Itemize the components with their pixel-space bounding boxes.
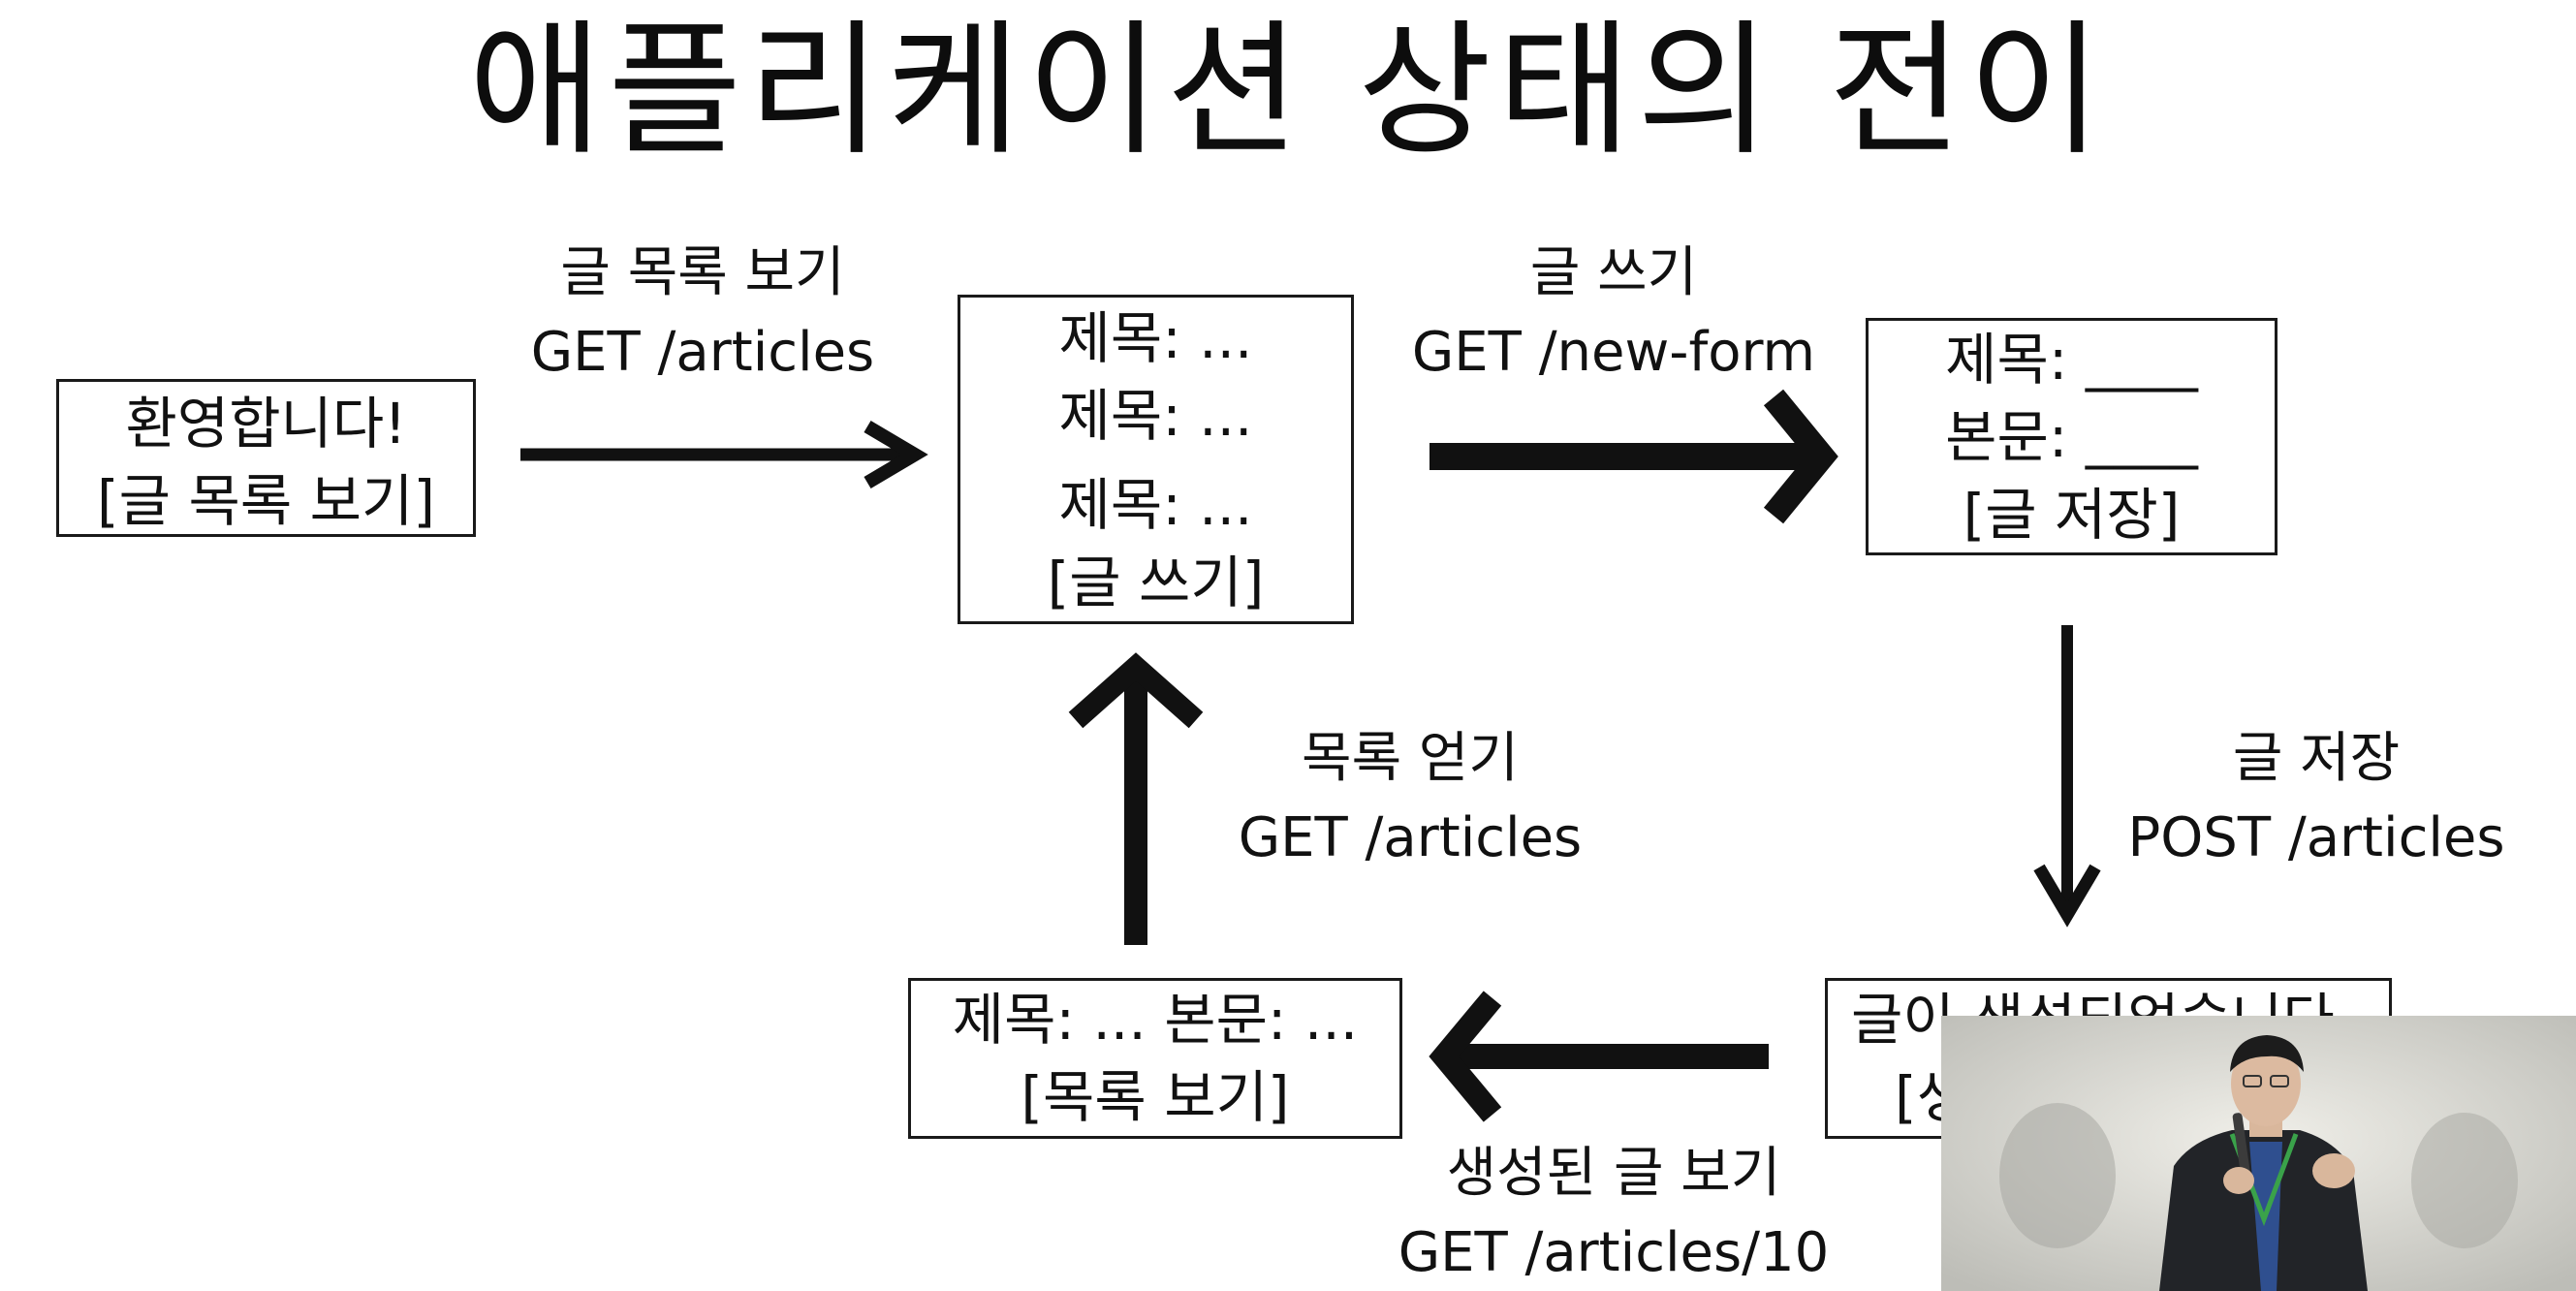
speaker-video-overlay [1941,1016,2576,1291]
state-form-line: 제목: ____ [1945,327,2198,393]
state-new-form: 제목: ____ 본문: ____ [글 저장] [1866,318,2278,555]
state-article-list: 제목: ... 제목: ... 제목: ... [글 쓰기] [958,295,1354,624]
transition-request: GET /articles [1238,806,1583,869]
transition-action: 생성된 글 보기 [1446,1142,1781,1205]
state-welcome-line: [글 목록 보기] [97,468,435,534]
transition-label-get-list: 목록 얻기 GET /articles [1216,719,1604,878]
transition-request: POST /articles [2127,806,2505,869]
arrow-list-to-form [1429,389,1838,524]
transition-label-write: 글 쓰기 GET /new-form [1386,234,1841,393]
state-form-line: [글 저장] [1963,482,2181,548]
transition-request: GET /articles [530,321,875,384]
state-list-line: [글 쓰기] [1047,550,1265,615]
arrow-article-to-list [1068,652,1204,945]
state-list-line: 제목: ... [1058,383,1253,449]
arrow-welcome-to-list [520,420,928,489]
state-article-line: [목록 보기] [1021,1064,1290,1130]
transition-label-view-list: 글 목록 보기 GET /articles [509,234,896,393]
state-article-detail: 제목: ... 본문: ... [목록 보기] [908,978,1402,1139]
slide-title: 애플리케이션 상태의 전이 [468,7,2108,175]
transition-action: 글 목록 보기 [560,241,845,304]
state-article-line: 제목: ... 본문: ... [952,987,1359,1053]
transition-label-save: 글 저장 POST /articles [2113,719,2520,878]
speaker-video-frame [1941,1016,2576,1291]
arrow-form-to-created [2033,625,2101,928]
arrow-created-to-article [1429,991,1769,1122]
transition-request: GET /articles/10 [1398,1221,1830,1284]
transition-label-view-created: 생성된 글 보기 GET /articles/10 [1376,1134,1851,1291]
transition-action: 목록 얻기 [1302,727,1519,790]
state-welcome-line: 환영합니다! [125,391,407,457]
state-welcome: 환영합니다! [글 목록 보기] [56,379,476,537]
state-form-line: 본문: ____ [1945,404,2198,470]
transition-action: 글 쓰기 [1529,241,1698,304]
state-list-line: 제목: ... [1058,305,1253,371]
transition-action: 글 저장 [2232,727,2401,790]
transition-request: GET /new-form [1411,321,1816,384]
state-list-line: 제목: ... [1058,472,1253,538]
